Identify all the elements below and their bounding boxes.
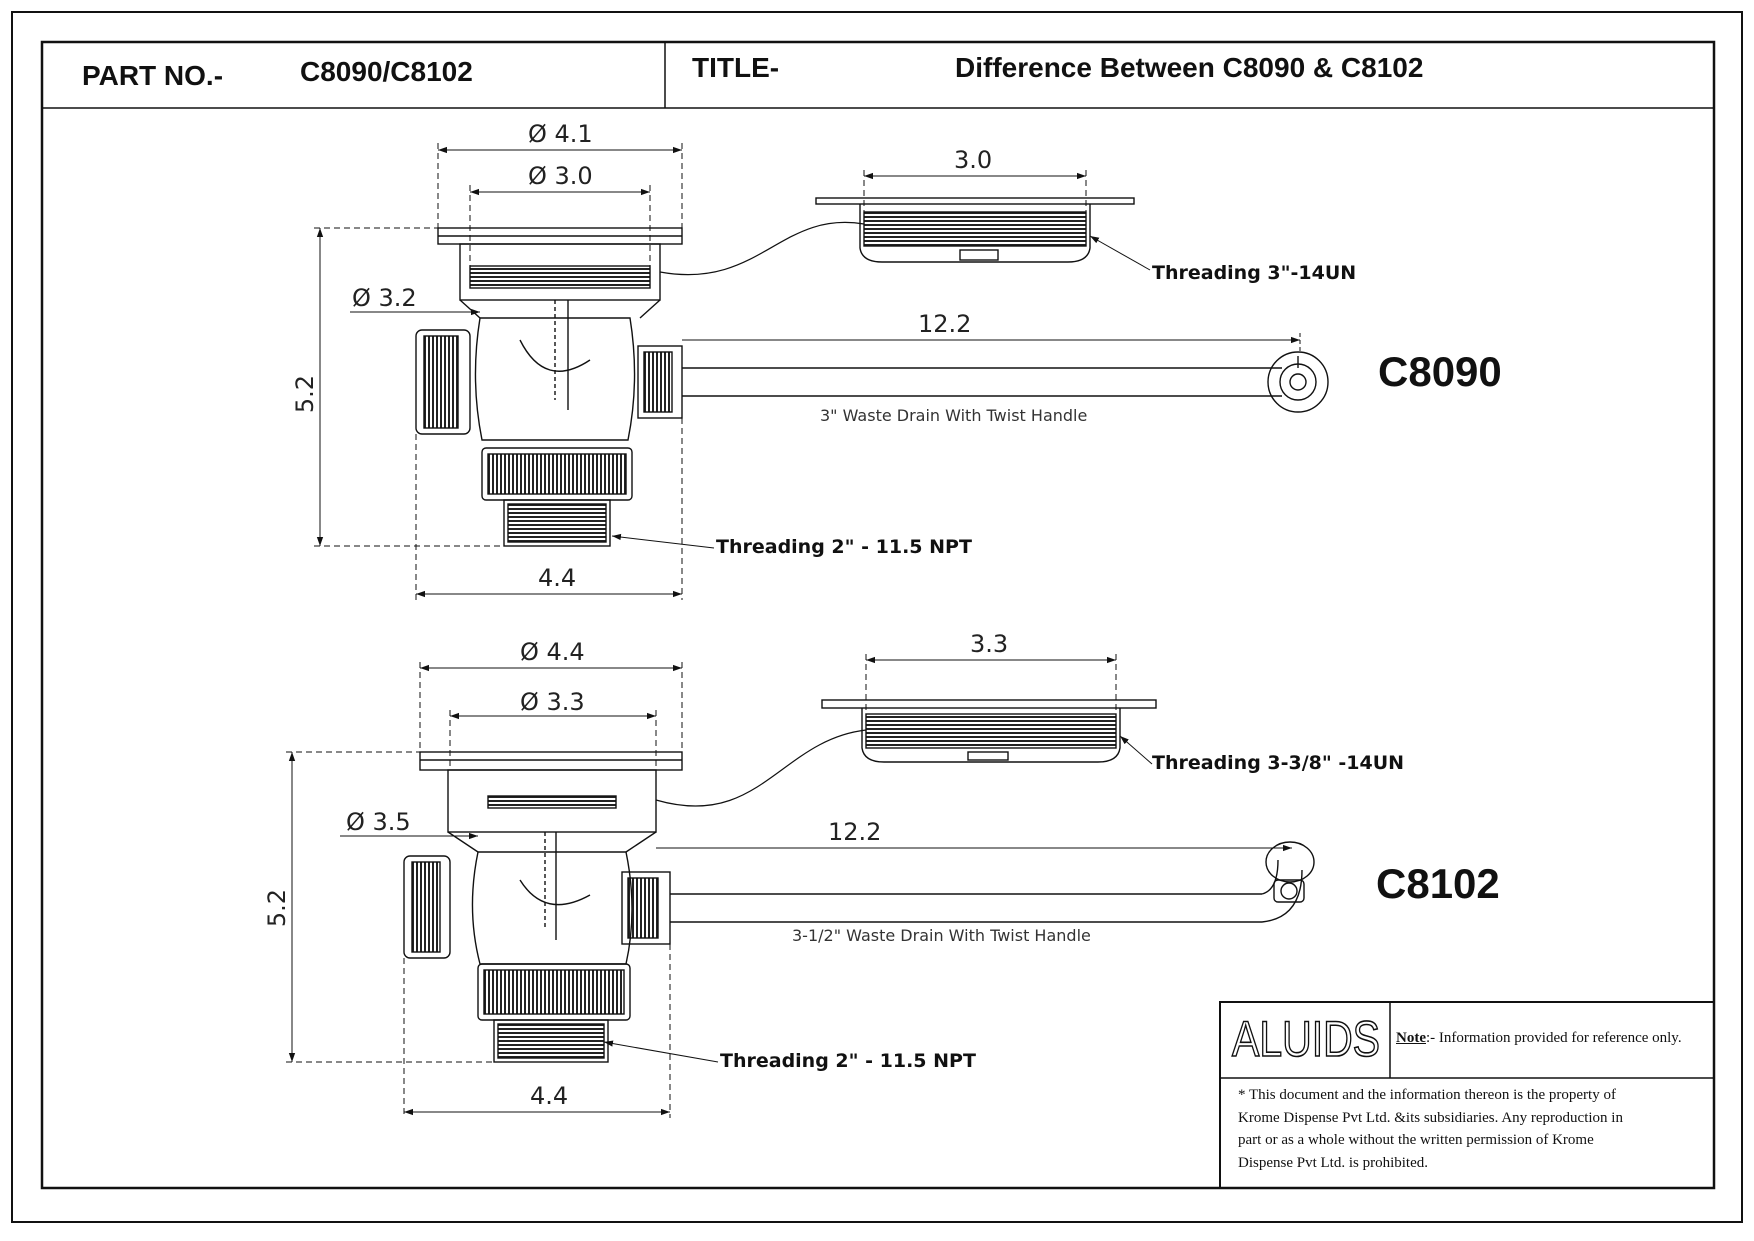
note-label: Note: [1396, 1030, 1426, 1046]
diameter-icon: Ø: [352, 284, 371, 312]
c8090-caption: 3" Waste Drain With Twist Handle: [820, 406, 1088, 425]
c8102-model-label: C8102: [1376, 860, 1500, 907]
note-text: :- Information provided for reference on…: [1426, 1030, 1682, 1046]
reference-note: Note:- Information provided for referenc…: [1396, 1030, 1682, 1047]
property-line: part or as a whole without the written p…: [1238, 1132, 1594, 1148]
c8090-dia-outer: Ø 4.1: [528, 120, 593, 148]
title-label: TITLE-: [692, 52, 780, 83]
c8090-handle-length: 12.2: [918, 310, 972, 338]
c8102-dia-inner: Ø 3.3: [520, 688, 585, 716]
diameter-icon: Ø: [528, 162, 547, 190]
title-value: Difference Between C8090 & C8102: [955, 52, 1424, 83]
property-line: Krome Dispense Pvt Ltd. &its subsidiarie…: [1238, 1109, 1623, 1126]
part-number-value: C8090/C8102: [300, 56, 473, 87]
c8090-thread-top: Threading 3"-14UN: [1152, 262, 1357, 284]
property-notice: * This document and the information ther…: [1238, 1084, 1623, 1174]
c8090-height: 5.2: [291, 374, 320, 414]
outer-border: [11, 11, 1743, 1223]
c8102-dia-outer: Ø 4.4: [520, 638, 585, 666]
c8102-thread-top: Threading 3-3/8" -14UN: [1152, 752, 1405, 774]
c8102-strainer-width: 3.3: [970, 630, 1009, 658]
c8090-dia-inner: Ø 3.0: [528, 162, 593, 190]
c8090-drawing: [415, 197, 1329, 547]
c8102-thread-bottom: Threading 2" - 11.5 NPT: [720, 1050, 976, 1072]
c8090-thread-bottom: Threading 2" - 11.5 NPT: [716, 536, 972, 558]
property-line: * This document and the information ther…: [1238, 1087, 1616, 1103]
c8090-dia-body: Ø 3.2: [352, 284, 417, 312]
c8102-caption: 3-1/2" Waste Drain With Twist Handle: [792, 926, 1091, 945]
c8102-handle-length: 12.2: [828, 818, 882, 846]
property-line: Dispense Pvt Ltd. is prohibited.: [1238, 1154, 1428, 1171]
c8090-dimensions: [314, 143, 1301, 600]
c8102-dia-body: Ø 3.5: [346, 808, 411, 836]
c8102-height: 5.2: [263, 888, 292, 928]
diameter-icon: Ø: [528, 120, 547, 148]
inner-border: [40, 40, 1716, 1190]
c8090-strainer-width: 3.0: [954, 146, 993, 174]
diameter-icon: Ø: [520, 688, 539, 716]
diameter-icon: Ø: [520, 638, 539, 666]
part-number-label: PART NO.-: [82, 60, 224, 91]
title-block: [1219, 1001, 1715, 1189]
c8090-width: 4.4: [538, 564, 577, 592]
diameter-icon: Ø: [346, 808, 365, 836]
aluids-logo: ALUIDS: [1231, 1010, 1381, 1068]
c8102-width: 4.4: [530, 1082, 569, 1110]
svg-text:ALUIDS: ALUIDS: [1232, 1011, 1380, 1067]
c8102-dimensions: [286, 654, 1292, 1118]
c8090-model-label: C8090: [1378, 348, 1502, 395]
